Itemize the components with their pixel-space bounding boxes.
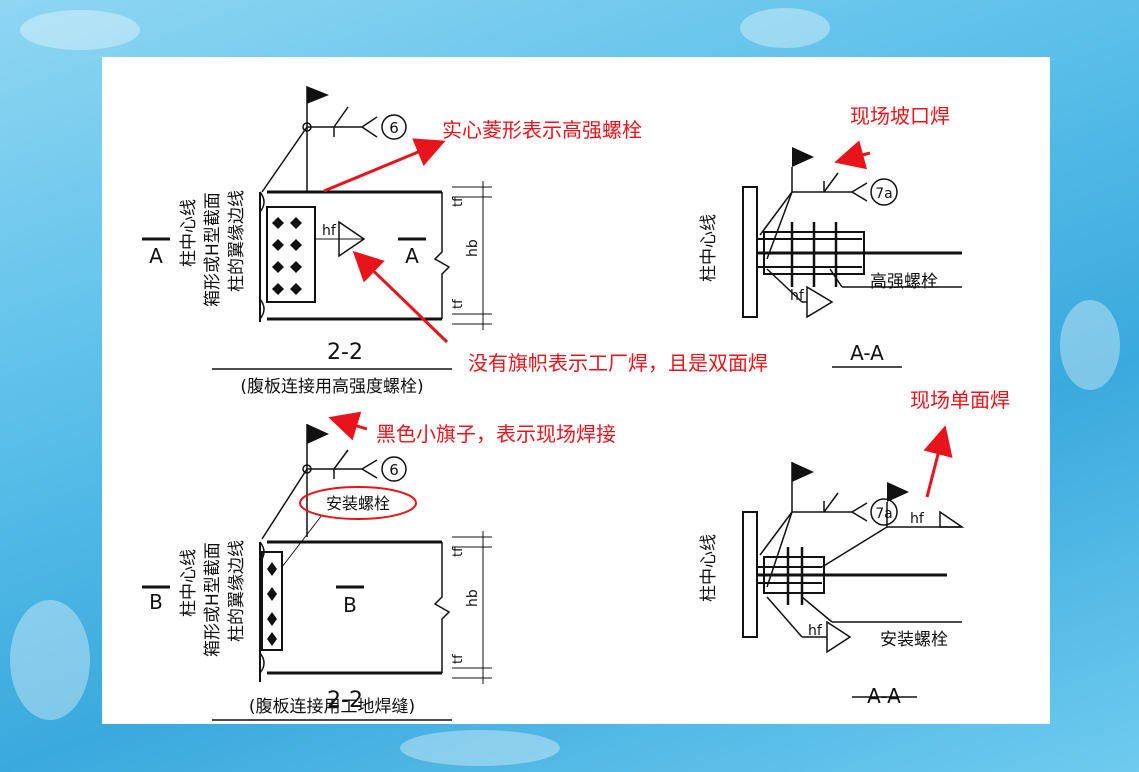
section-label-a-left: A — [149, 244, 163, 268]
annotation-field-groove-weld: 现场坡口焊 — [850, 104, 950, 128]
section-label-a-right: A — [405, 244, 419, 268]
circled-highlight — [299, 486, 417, 520]
background-doodle — [10, 600, 90, 720]
installation-bolt-label: 安装螺栓 — [326, 494, 390, 513]
annotation-black-flag: 黑色小旗子，表示现场焊接 — [376, 422, 616, 446]
background-doodle — [740, 8, 830, 48]
flag-icon — [307, 424, 329, 444]
weld-ref-number: 7a — [875, 186, 893, 202]
bottom-right-drawing — [742, 487, 965, 698]
section-type-label: 箱形或H型截面 — [203, 192, 223, 307]
high-strength-bolts — [272, 217, 302, 295]
section-label-b-left: B — [149, 590, 163, 614]
background-doodle — [20, 10, 140, 50]
hf-label: hf — [790, 288, 805, 304]
hf-label: hf — [322, 223, 337, 239]
drawing-panel: 6 A A hf tf hb tf 柱中心线 箱形或H型截面 柱的翼缘边线 2-… — [102, 57, 1050, 724]
installation-bolts — [267, 562, 277, 646]
flag-icon — [792, 147, 814, 167]
weld-ref-number: 6 — [389, 119, 399, 137]
hb-label: hb — [465, 239, 481, 257]
top-left-drawing — [142, 106, 492, 370]
tf-label-top: tf — [451, 197, 466, 207]
column-centerline-label: 柱中心线 — [699, 534, 719, 602]
flange-edge-label: 柱的翼缘边线 — [227, 540, 247, 642]
weld-ref-number: 6 — [389, 461, 399, 479]
annotation-solid-diamond: 实心菱形表示高强螺栓 — [442, 118, 642, 142]
column-centerline-label: 柱中心线 — [179, 199, 199, 267]
column-centerline-label: 柱中心线 — [179, 549, 199, 617]
section-type-label: 箱形或H型截面 — [203, 542, 223, 657]
view-title-a-a: A-A — [867, 684, 901, 708]
hf-label: hf — [808, 623, 823, 639]
top-right-drawing — [742, 167, 962, 368]
flag-icon — [792, 462, 814, 482]
background-doodle — [400, 730, 560, 766]
background-doodle — [1060, 300, 1120, 390]
annotation-field-single-weld: 现场单面焊 — [910, 388, 1010, 412]
hb-label: hb — [465, 589, 481, 607]
tf-label-bottom: tf — [451, 299, 466, 309]
section-label-b-right: B — [343, 593, 357, 617]
installation-bolt-label: 安装螺栓 — [880, 630, 948, 650]
tf-label-top: tf — [451, 547, 466, 557]
section-title-2-2: 2-2 — [327, 688, 363, 713]
caption-field-weld: (腹板连接用工地焊缝) — [249, 697, 415, 717]
flag-icon — [306, 85, 330, 115]
column-centerline-label: 柱中心线 — [699, 214, 719, 282]
caption-high-strength: (腹板连接用高强度螺栓) — [240, 377, 423, 397]
weld-ref-number: 7a — [875, 506, 893, 522]
flag-icon — [887, 482, 909, 502]
hf-label: hf — [910, 511, 925, 527]
section-title-2-2: 2-2 — [327, 340, 363, 365]
high-strength-bolt-label: 高强螺栓 — [870, 272, 938, 292]
annotation-no-flag: 没有旗帜表示工厂焊，且是双面焊 — [468, 351, 768, 375]
annotation-arrows — [323, 138, 953, 498]
bottom-left-drawing — [142, 449, 492, 721]
flange-edge-label: 柱的翼缘边线 — [227, 190, 247, 292]
tf-label-bottom: tf — [451, 654, 466, 664]
view-title-a-a: A-A — [850, 341, 884, 365]
